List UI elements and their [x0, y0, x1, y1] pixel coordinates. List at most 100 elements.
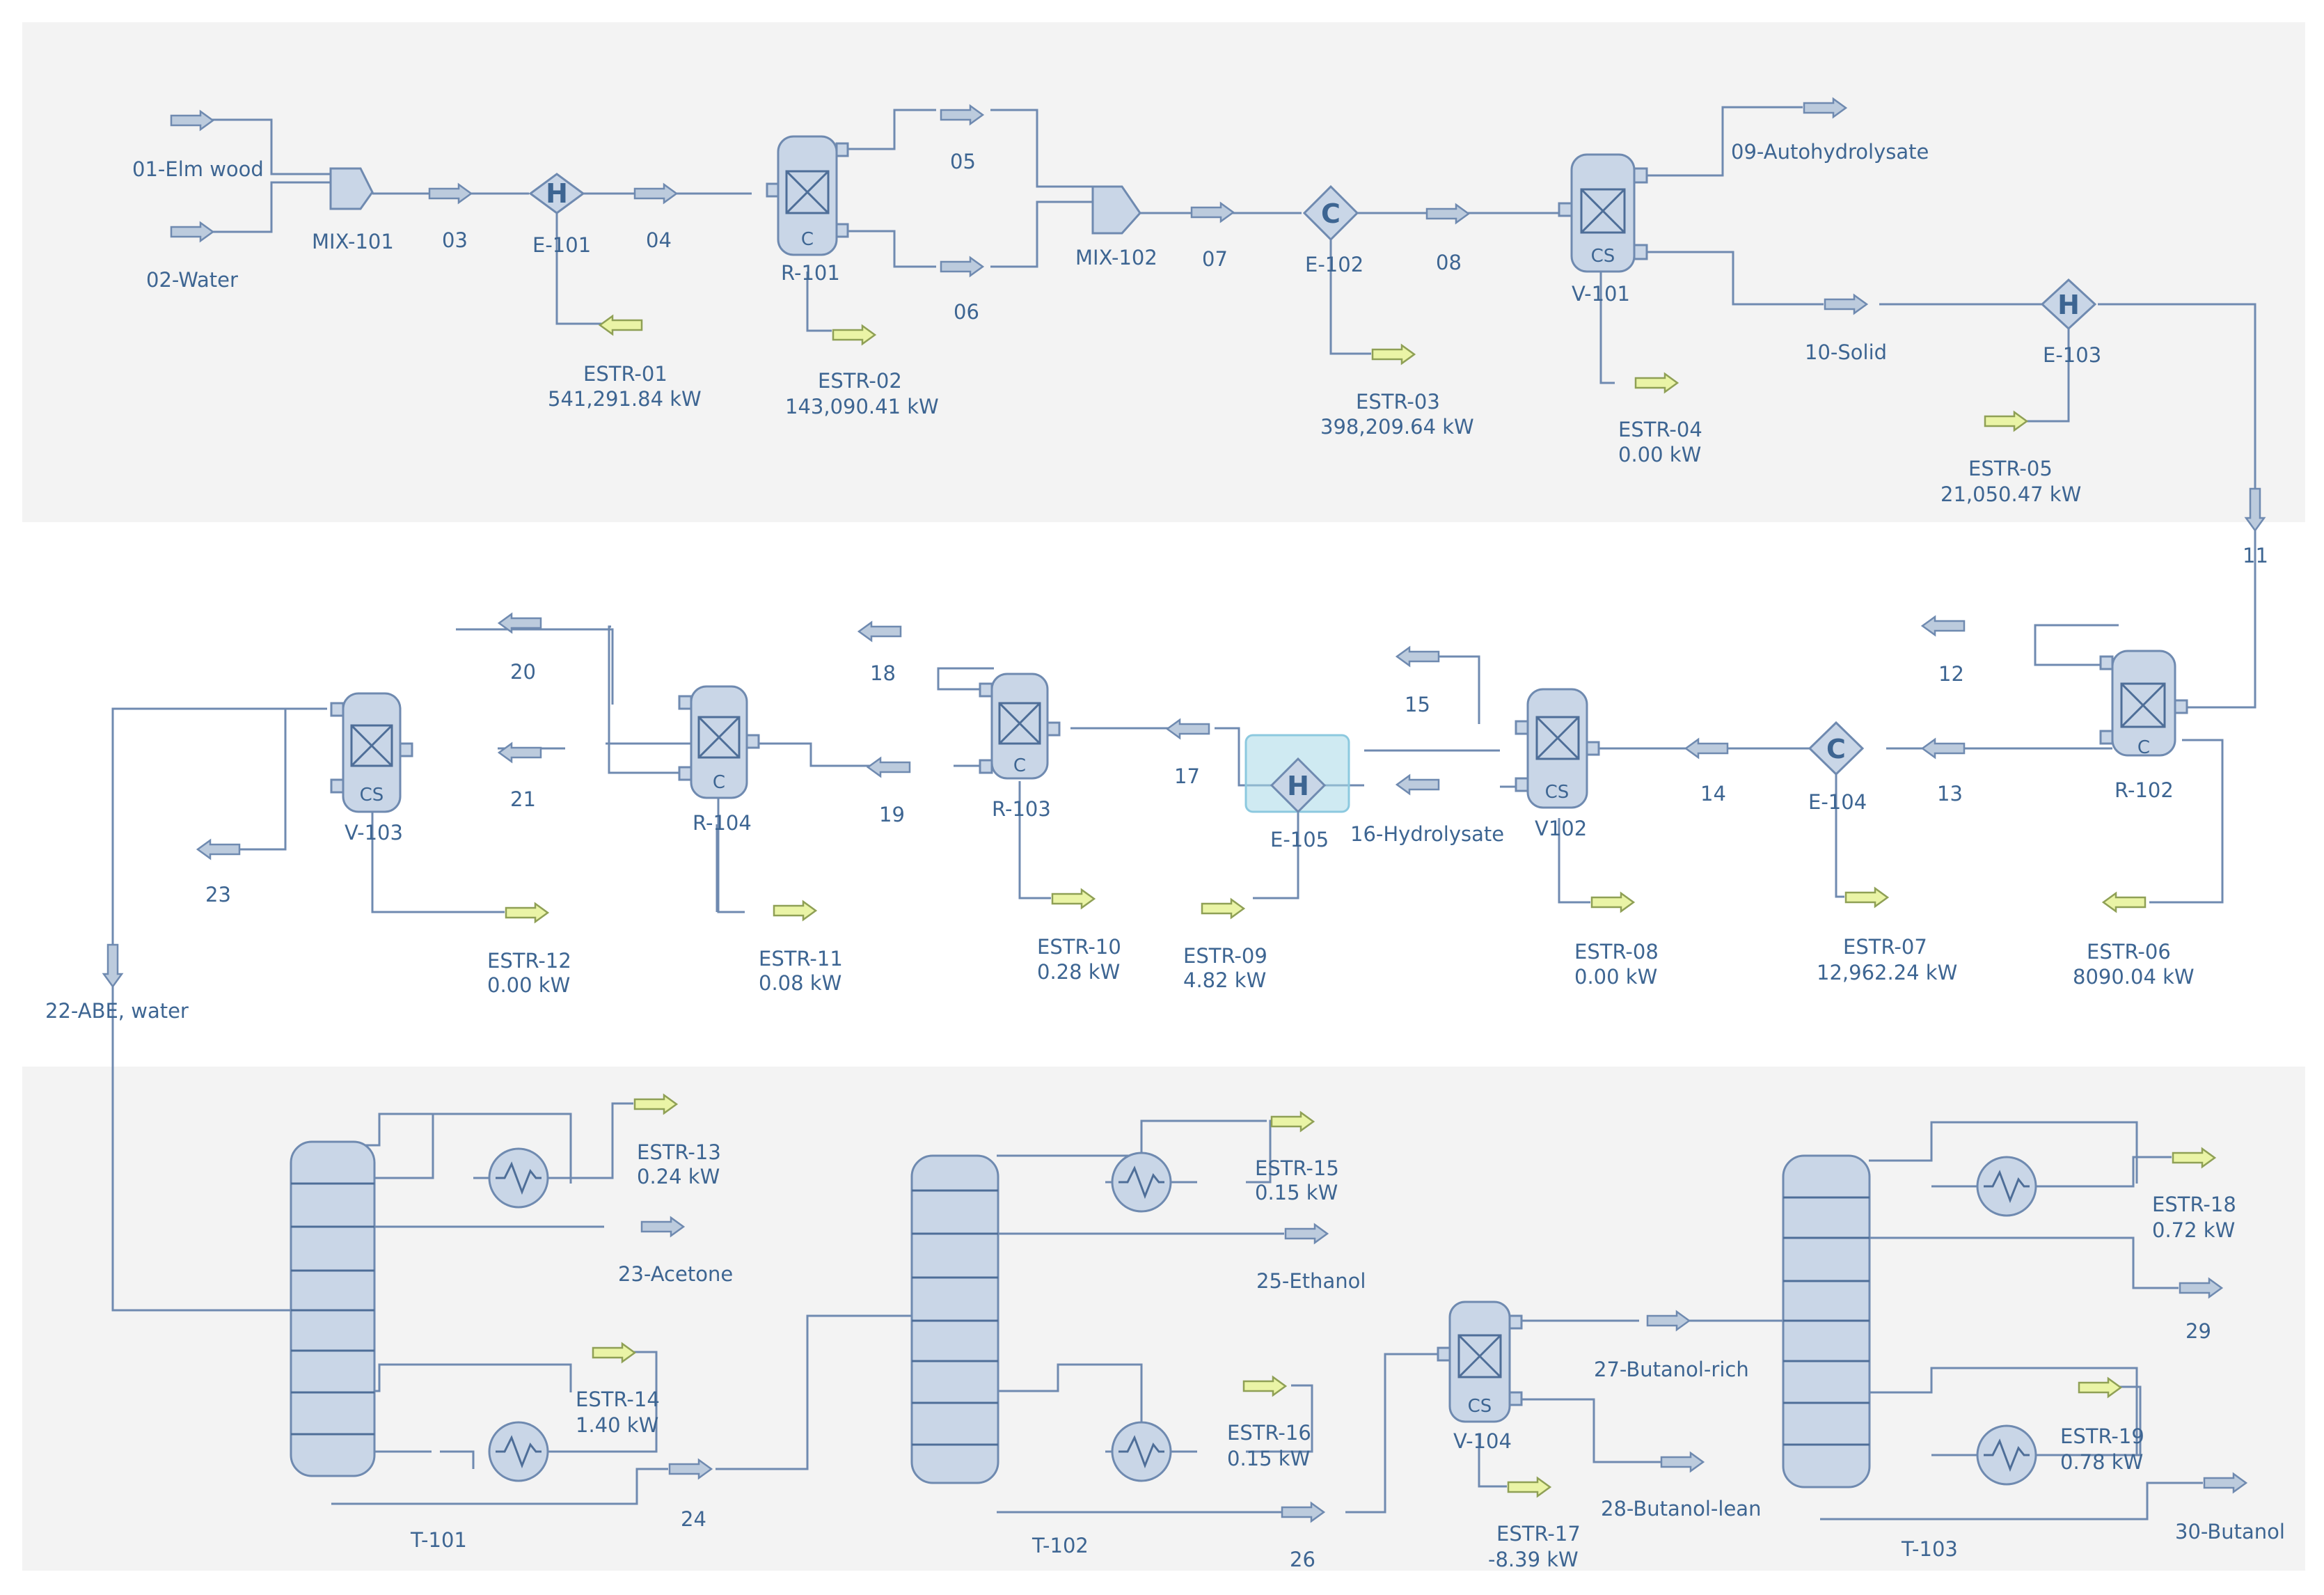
stream-05-label: 05 — [950, 150, 976, 173]
estr-17-value: -8.39 kW — [1488, 1548, 1579, 1571]
stream-28-label: 28-Butanol-lean — [1601, 1497, 1761, 1521]
v102-label: V102 — [1535, 817, 1587, 840]
stream-17-label: 17 — [1174, 764, 1200, 788]
estr-12-arrow[interactable] — [505, 902, 549, 923]
v-104-letter: CS — [1468, 1396, 1492, 1417]
estr-12-name: ESTR-12 — [487, 949, 571, 973]
unit-labels: MIX-101 E-101 R-101 MIX-102 E-102 V-101 … — [312, 230, 2174, 1561]
estr-11-arrow[interactable] — [773, 900, 817, 921]
e-102-letter: C — [1321, 198, 1341, 229]
reboiler-t-103[interactable] — [1976, 1424, 2037, 1486]
reboiler-t-101[interactable] — [488, 1421, 549, 1482]
stream-02-label: 02-Water — [146, 268, 238, 292]
estr-16-value: 0.15 kW — [1227, 1447, 1310, 1470]
estr-15-name: ESTR-15 — [1255, 1156, 1339, 1180]
condenser-t-103[interactable] — [1976, 1156, 2037, 1217]
r-103-label: R-103 — [992, 797, 1051, 821]
stream-13-arrow[interactable] — [1921, 738, 1966, 759]
stream-12-label: 12 — [1938, 662, 1964, 686]
stream-18-arrow[interactable] — [857, 621, 902, 642]
estr-04-name: ESTR-04 — [1618, 418, 1702, 441]
stream-14-label: 14 — [1700, 782, 1726, 806]
reactor-r-101[interactable]: C — [766, 135, 849, 256]
estr-01-value: 541,291.84 kW — [548, 387, 702, 411]
reactor-r-102[interactable]: C — [2099, 650, 2188, 758]
stream-16-arrow[interactable] — [1396, 774, 1440, 795]
reactor-r-104[interactable]: C — [678, 685, 760, 799]
estr-03-name: ESTR-03 — [1356, 390, 1440, 414]
r-103-letter: C — [1013, 755, 1026, 776]
v-103-letter: CS — [360, 785, 384, 806]
estr-06-arrow[interactable] — [2102, 892, 2147, 913]
estr-03-value: 398,209.64 kW — [1320, 415, 1474, 439]
estr-02-value: 143,090.41 kW — [785, 395, 939, 418]
estr-09-name: ESTR-09 — [1183, 944, 1267, 968]
stream-11-label: 11 — [2243, 544, 2268, 567]
column-t-101[interactable] — [290, 1140, 376, 1477]
estr-14-value: 1.40 kW — [576, 1413, 658, 1437]
t-102-label: T-102 — [1031, 1534, 1089, 1557]
estr-04-value: 0.00 kW — [1618, 443, 1701, 466]
estr-05-value: 21,050.47 kW — [1940, 482, 2081, 506]
cooler-e-102[interactable]: C — [1302, 184, 1359, 242]
stream-12-arrow[interactable] — [1921, 615, 1966, 636]
heater-e-103[interactable]: H — [2040, 278, 2097, 331]
estr-18-value: 0.72 kW — [2152, 1218, 2235, 1242]
estr-07-name: ESTR-07 — [1843, 935, 1927, 959]
reboiler-t-102[interactable] — [1111, 1421, 1172, 1482]
r-104-letter: C — [713, 772, 725, 793]
estr-07-arrow[interactable] — [1844, 887, 1889, 908]
mix-102-label: MIX-102 — [1075, 246, 1157, 269]
stream-16-label: 16-Hydrolysate — [1350, 822, 1504, 846]
r-101-label: R-101 — [781, 261, 840, 285]
stream-22-arrow[interactable] — [102, 943, 123, 988]
condenser-t-101[interactable] — [488, 1147, 549, 1209]
column-t-102[interactable] — [910, 1154, 999, 1484]
mixer-mix-101[interactable] — [329, 167, 374, 210]
e-103-label: E-103 — [2043, 343, 2101, 367]
top-section-background — [22, 22, 2305, 522]
stream-09-label: 09-Autohydrolysate — [1731, 140, 1929, 164]
mix-101-label: MIX-101 — [312, 230, 394, 253]
cooler-e-104[interactable]: C — [1808, 721, 1865, 776]
e-102-label: E-102 — [1305, 253, 1363, 276]
estr-09-arrow[interactable] — [1201, 898, 1245, 919]
stream-21-arrow[interactable] — [498, 742, 542, 763]
stream-13-label: 13 — [1937, 782, 1963, 806]
separator-v102[interactable]: CS — [1515, 688, 1600, 809]
t-103-label: T-103 — [1901, 1537, 1958, 1561]
heater-e-101[interactable]: H — [528, 173, 585, 214]
heater-e-105[interactable]: H — [1244, 734, 1350, 814]
estr-12-value: 0.00 kW — [487, 973, 570, 997]
estr-08-arrow[interactable] — [1590, 892, 1635, 913]
estr-05-name: ESTR-05 — [1968, 457, 2053, 480]
separator-v-103[interactable]: CS — [330, 692, 413, 813]
estr-10-arrow[interactable] — [1051, 888, 1096, 909]
v-104-label: V-104 — [1453, 1429, 1512, 1453]
column-t-103[interactable] — [1782, 1154, 1871, 1488]
reactor-r-103[interactable]: C — [979, 673, 1061, 780]
stream-24-label: 24 — [681, 1507, 706, 1531]
stream-23-arrow[interactable] — [196, 839, 241, 860]
t-101-label: T-101 — [410, 1528, 467, 1552]
stream-04-label: 04 — [646, 228, 672, 252]
estr-06-value: 8090.04 kW — [2073, 965, 2195, 989]
separator-v-101[interactable]: CS — [1558, 153, 1648, 273]
estr-13-name: ESTR-13 — [637, 1140, 721, 1164]
stream-06-label: 06 — [954, 300, 979, 324]
stream-14-arrow[interactable] — [1684, 738, 1729, 759]
stream-17-arrow[interactable] — [1166, 718, 1210, 739]
e-103-letter: H — [2057, 290, 2080, 320]
r-102-label: R-102 — [2114, 778, 2174, 802]
stream-15-arrow[interactable] — [1396, 646, 1440, 667]
estr-02-name: ESTR-02 — [818, 369, 902, 393]
estr-18-name: ESTR-18 — [2152, 1193, 2236, 1216]
v-101-label: V-101 — [1572, 282, 1630, 306]
stream-19-arrow[interactable] — [867, 757, 911, 778]
condenser-t-102[interactable] — [1111, 1152, 1172, 1213]
stream-29-label: 29 — [2185, 1319, 2211, 1343]
separator-v-104[interactable]: CS — [1437, 1301, 1523, 1423]
estr-07-value: 12,962.24 kW — [1817, 961, 1957, 984]
mixer-mix-102[interactable] — [1091, 185, 1141, 235]
